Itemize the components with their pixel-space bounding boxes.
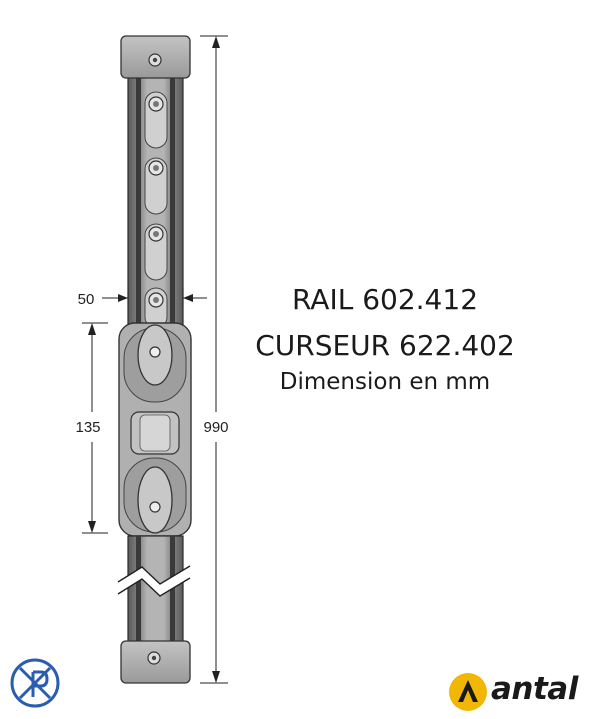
dimension-cursor-length: 135 — [75, 322, 108, 534]
dimension-cursor-label: 135 — [75, 419, 100, 436]
dimension-width-label: 50 — [78, 291, 95, 308]
antal-badge-icon — [449, 673, 487, 711]
brand-name: antal — [491, 671, 578, 707]
cursor-slider — [118, 322, 192, 537]
rail-slot — [144, 223, 168, 281]
rail-end-cap-bottom — [120, 640, 191, 684]
dimension-width: 50 — [78, 288, 207, 308]
cursor-reference: CURSEUR 622.402 — [255, 329, 515, 362]
break-symbol — [117, 565, 191, 597]
dimension-total-length: 990 — [200, 35, 229, 684]
xp-circle-logo — [10, 658, 60, 708]
dimension-unit-note: Dimension en mm — [279, 369, 491, 395]
dimension-total-label: 990 — [203, 419, 228, 436]
rail-end-cap-top — [120, 35, 191, 79]
antal-logo: antal — [447, 669, 597, 715]
rail-slot — [144, 287, 168, 329]
rail-reference: RAIL 602.412 — [291, 283, 479, 316]
rail-slot — [144, 157, 168, 215]
rail-slot — [144, 91, 168, 149]
